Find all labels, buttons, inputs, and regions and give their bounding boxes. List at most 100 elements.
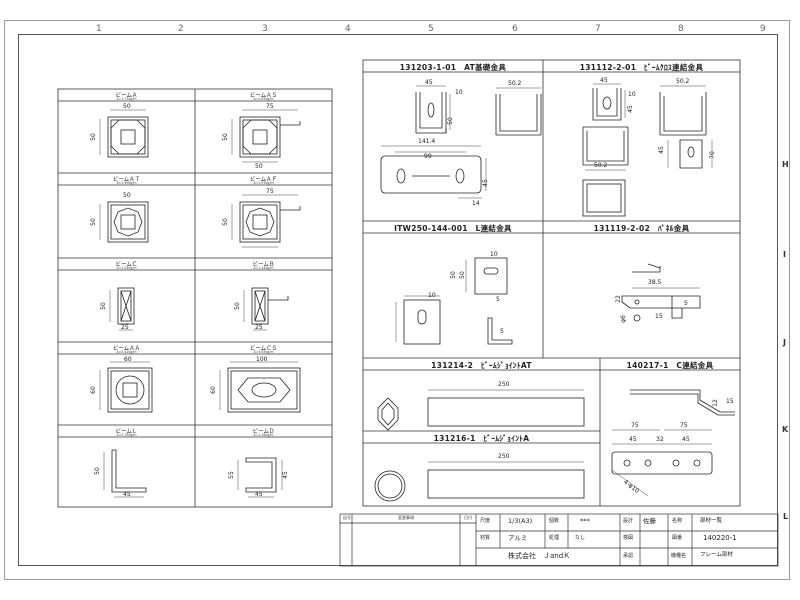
beam-title: ビームＡＳ xyxy=(249,93,278,99)
material-label: 材質 xyxy=(480,535,491,541)
dim-label: 250 xyxy=(498,453,510,460)
beam-title: ビームＢ xyxy=(252,262,275,268)
dim-label: 45 xyxy=(255,491,263,498)
dim-label: 50 xyxy=(93,467,101,475)
dim-label: 50.2 xyxy=(508,80,522,87)
designer-value: 佐藤 xyxy=(643,517,656,525)
beam-title: ビームＣ xyxy=(115,262,138,268)
model-label: 機種名 xyxy=(671,553,687,559)
dim-label: 5 xyxy=(496,296,500,303)
company-name: 株式会社 ＪandＫ xyxy=(508,552,571,560)
dim-label: 45 xyxy=(600,77,608,84)
check-label: 検図 xyxy=(623,535,634,541)
beam-subtitle: A=0.76kg/m xyxy=(116,433,137,437)
dim-label: 38.5 xyxy=(648,279,662,286)
dim-label: 50 xyxy=(221,133,229,141)
dim-label: 141.4 xyxy=(418,138,436,145)
dim-label: 15 xyxy=(726,398,734,405)
dim-label: 60 xyxy=(209,386,217,394)
beam-subtitle: A=1.04kg/m xyxy=(116,266,137,270)
name-label: 名称 xyxy=(672,518,683,524)
revision-title-header: 変更事項 xyxy=(398,515,414,520)
dim-label: 10 xyxy=(455,89,463,96)
dim-label: 99 xyxy=(424,153,432,160)
beam-subtitle: A=2.49kg/m xyxy=(116,181,137,185)
part-caption: 131112-2-01 ﾋﾞｰﾑｸﾛｽ連結金具 xyxy=(579,63,704,72)
beam-title: ビームＡＦ xyxy=(249,177,278,183)
beam-subtitle: A=1.73kg/m xyxy=(116,97,137,101)
part-caption: 131203-1-01 AT基礎金具 xyxy=(399,63,507,72)
dim-label: 12 xyxy=(711,399,719,407)
dim-label: 50 xyxy=(255,163,263,170)
beam-title: ビームＣＳ xyxy=(249,346,278,352)
dim-label: 50 xyxy=(221,218,229,226)
dim-label: 50 xyxy=(123,192,131,199)
dim-label: 60 xyxy=(124,356,132,363)
zone-number: 1 xyxy=(96,24,102,34)
model-value: フレーム部材 xyxy=(700,552,733,558)
dim-label: 75 xyxy=(266,103,274,110)
dim-label: φ6 xyxy=(619,315,627,323)
zone-letter: H xyxy=(782,160,789,169)
zone-letter: I xyxy=(783,250,786,259)
quantity-value: *** xyxy=(580,517,590,525)
part-caption: 131216-1 ﾋﾞｰﾑｼﾞｮｲﾝﾄA xyxy=(433,434,530,443)
part-caption: 140217-1 C連結金具 xyxy=(626,361,714,370)
zone-number: 8 xyxy=(678,24,684,34)
dim-label: 50.2 xyxy=(676,78,690,85)
beam-title: ビームＡ xyxy=(115,93,138,99)
treatment-value: なし xyxy=(575,535,586,541)
dim-label: 75 xyxy=(631,422,639,429)
quantity-label: 個数 xyxy=(549,518,560,524)
beam-subtitle: A=1.16kg/m xyxy=(253,433,274,437)
beam-title: ビームＤ xyxy=(252,429,275,435)
drawing-inner-frame xyxy=(18,34,778,566)
dim-label: 14 xyxy=(472,200,480,207)
scale-label: 尺度 xyxy=(480,518,491,524)
approval-label: 承認 xyxy=(623,553,634,559)
dim-label: 45 xyxy=(425,79,433,86)
dim-label: 5 xyxy=(500,328,504,335)
dim-label: 50.2 xyxy=(594,162,608,169)
beam-title: ビームＡＡ xyxy=(112,346,141,352)
dim-label: 50 xyxy=(449,271,457,279)
dim-label: 10 xyxy=(428,292,436,299)
revision-mark-header: 記号 xyxy=(343,515,351,520)
dim-label: 50 xyxy=(233,302,241,310)
dim-label: 45 xyxy=(281,471,289,479)
zone-number: 6 xyxy=(512,24,518,34)
drawing-no-label: 図番 xyxy=(672,535,683,541)
zone-number: 9 xyxy=(760,24,766,34)
zone-number: 5 xyxy=(428,24,434,34)
dim-label: 5 xyxy=(684,300,688,307)
dim-label: 45 xyxy=(123,491,131,498)
zone-number: 3 xyxy=(262,24,268,34)
dim-label: 45 xyxy=(629,436,637,443)
material-value: アルミ xyxy=(508,534,528,542)
dim-label: 25 xyxy=(255,324,263,331)
dim-label: 10 xyxy=(490,251,498,258)
zone-letter: K xyxy=(782,425,789,434)
dim-label: 32 xyxy=(656,436,664,443)
treatment-label: 処理 xyxy=(549,535,560,541)
revision-date-header: 日付 xyxy=(464,515,472,520)
beam-subtitle: A=3.93kg/m xyxy=(253,350,274,354)
dim-label: 45 xyxy=(481,179,489,187)
dim-label: 10 xyxy=(628,91,636,98)
zone-number: 2 xyxy=(178,24,184,34)
part-caption: ITW250-144-001 L連結金具 xyxy=(394,224,512,233)
beam-subtitle: A=1.44kg/m xyxy=(253,266,274,270)
drawing-no-value: 140220-1 xyxy=(703,534,737,542)
dim-label: 45 xyxy=(626,105,634,113)
dim-label: 50 xyxy=(123,103,131,110)
dim-label: 250 xyxy=(498,381,510,388)
dim-label: 50 xyxy=(89,133,97,141)
beam-subtitle: A=2.63kg/m xyxy=(253,97,274,101)
zone-letter: J xyxy=(783,338,786,347)
dim-label: 50 xyxy=(89,218,97,226)
zone-letter: L xyxy=(783,512,789,521)
name-value: 部材一覧 xyxy=(700,518,723,524)
dim-label: 75 xyxy=(680,422,688,429)
beam-subtitle: A=2.91kg/m xyxy=(253,181,274,185)
